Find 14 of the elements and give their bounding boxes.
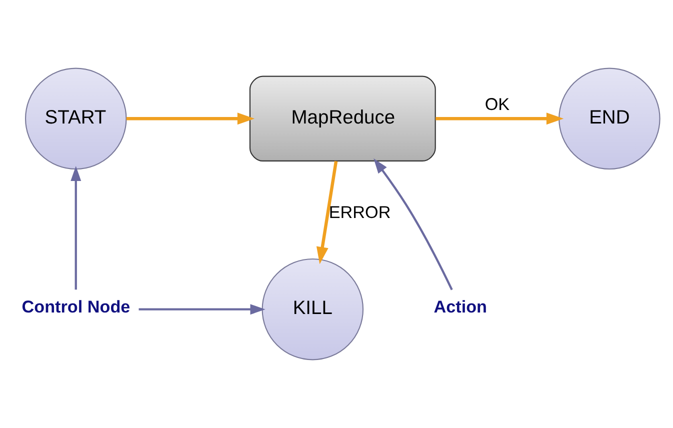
node-circle: END — [558, 68, 660, 170]
arrow — [316, 160, 338, 264]
node-box: MapReduce — [249, 76, 436, 162]
arrow — [70, 166, 82, 290]
node-circle: START — [24, 68, 127, 170]
arrow — [436, 112, 564, 125]
arrow — [126, 112, 255, 125]
edge-label: OK — [484, 94, 510, 114]
arrow — [374, 158, 453, 290]
node-text: Control Node — [22, 296, 130, 316]
edge-label: ERROR — [328, 202, 391, 222]
arrow — [138, 304, 266, 315]
node-text: Action — [434, 296, 488, 316]
node-circle: KILL — [262, 258, 364, 360]
